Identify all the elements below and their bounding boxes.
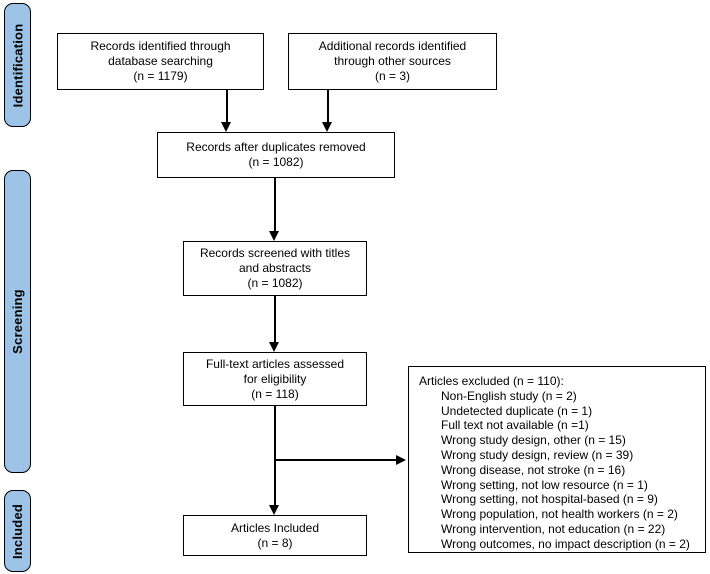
box-articles-excluded-header: Articles excluded (n = 110): [419,374,564,388]
stage-identification: Identification [4,3,31,127]
arrowhead-identified-to-dedup [221,122,231,132]
arrowhead-screened-to-fulltext [269,342,279,352]
excluded-reason: Wrong study design, review (n = 39) [441,447,634,462]
box-articles-included-count: (n = 8) [257,535,293,550]
stage-included-label: Included [10,503,25,559]
box-fulltext-assessed-line: for eligibility [243,371,307,386]
excluded-reason: Wrong intervention, not education (n = 2… [441,521,666,536]
excluded-reason: Wrong setting, not low resource (n = 1) [441,477,648,492]
arrowhead-fulltext-to-included [269,505,279,515]
arrowhead-fulltext-to-excluded [396,455,406,465]
excluded-reason: Wrong setting, not hospital-based (n = 9… [441,492,658,507]
box-fulltext-assessed-count: (n = 118) [251,386,299,401]
box-articles-included: Articles Included (n = 8) [183,515,367,556]
box-duplicates-removed-line: Records after duplicates removed [186,140,366,154]
box-additional-records: Additional records identified through ot… [288,33,497,90]
stage-screening-label: Screening [10,289,25,354]
box-fulltext-assessed-line: Full-text articles assessed [205,356,345,371]
box-fulltext-assessed: Full-text articles assessed for eligibil… [183,352,367,406]
box-additional-records-line: Additional records identified [318,39,467,53]
box-records-identified-count: (n = 1179) [133,69,188,83]
arrowhead-additional-to-dedup [322,122,332,132]
box-additional-records-count: (n = 3) [374,69,410,83]
stage-identification-label: Identification [10,23,26,107]
box-records-screened-count: (n = 1082) [247,276,303,290]
box-records-screened-line: Records screened with titles [199,246,351,260]
excluded-reason: Wrong outcomes, no impact description (n… [441,536,690,551]
box-records-identified-line: database searching [108,54,213,68]
box-duplicates-removed: Records after duplicates removed (n = 10… [157,132,395,178]
box-records-screened: Records screened with titles and abstrac… [183,241,367,296]
excluded-reason: Wrong disease, not stroke (n = 16) [441,462,626,477]
stage-screening: Screening [4,170,31,473]
connector-fulltext-to-excluded [274,459,396,461]
excluded-reason: Non-English study (n = 2) [441,388,577,403]
excluded-reason: Full text not available (n =1) [441,418,589,433]
box-records-screened-line: and abstracts [238,261,312,275]
box-articles-included-line: Articles Included [230,520,320,535]
excluded-reason: Undetected duplicate (n = 1) [441,403,593,418]
excluded-reason: Wrong study design, other (n = 15) [441,433,626,448]
box-articles-excluded: Articles excluded (n = 110): Non-English… [408,366,706,553]
connector-identified-to-dedup [226,90,228,123]
stage-included: Included [4,490,31,572]
box-duplicates-removed-count: (n = 1082) [248,155,304,169]
connector-additional-to-dedup [327,90,329,123]
box-records-identified-line: Records identified through [90,39,231,53]
box-additional-records-line: through other sources [334,54,451,68]
box-records-identified: Records identified through database sear… [57,33,264,90]
connector-fulltext-to-included [274,406,276,506]
connector-screened-to-fulltext [274,296,276,343]
excluded-reason: Wrong population, not health workers (n … [441,507,678,522]
arrowhead-dedup-to-screened [269,231,279,241]
connector-dedup-to-screened [274,178,276,232]
